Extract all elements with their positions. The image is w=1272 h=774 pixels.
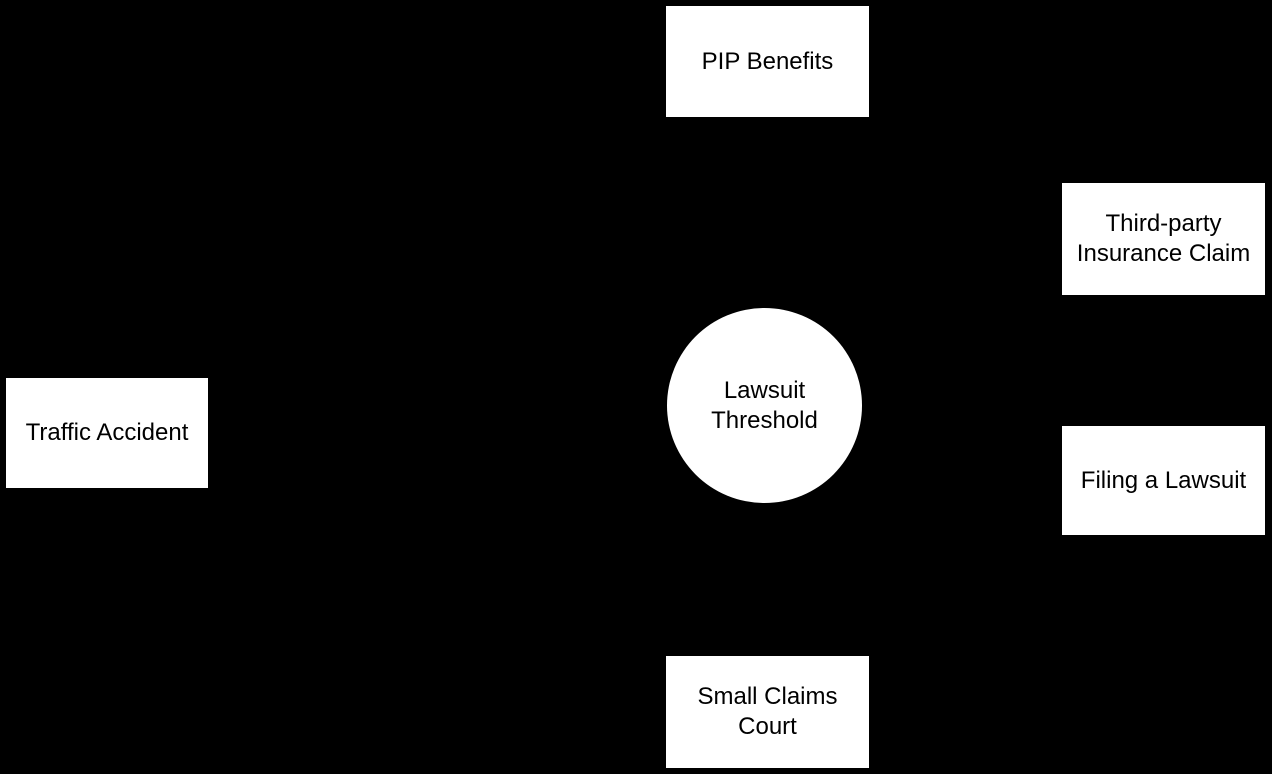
node-pip-benefits: PIP Benefits bbox=[666, 6, 869, 117]
node-small-claims-court-label: Small Claims Court bbox=[697, 683, 838, 740]
node-traffic-accident: Traffic Accident bbox=[6, 378, 208, 488]
node-lawsuit-threshold-label: Lawsuit Threshold bbox=[711, 376, 818, 434]
node-third-party-insurance-claim-label: Third-party Insurance Claim bbox=[1076, 210, 1251, 267]
node-third-party-insurance-claim: Third-party Insurance Claim bbox=[1062, 183, 1265, 295]
node-filing-a-lawsuit: Filing a Lawsuit bbox=[1062, 426, 1265, 535]
node-small-claims-court: Small Claims Court bbox=[666, 656, 869, 768]
node-lawsuit-threshold: Lawsuit Threshold bbox=[667, 308, 862, 503]
node-filing-a-lawsuit-label: Filing a Lawsuit bbox=[1080, 466, 1247, 494]
node-pip-benefits-label: PIP Benefits bbox=[701, 47, 834, 75]
node-traffic-accident-label: Traffic Accident bbox=[25, 419, 189, 446]
